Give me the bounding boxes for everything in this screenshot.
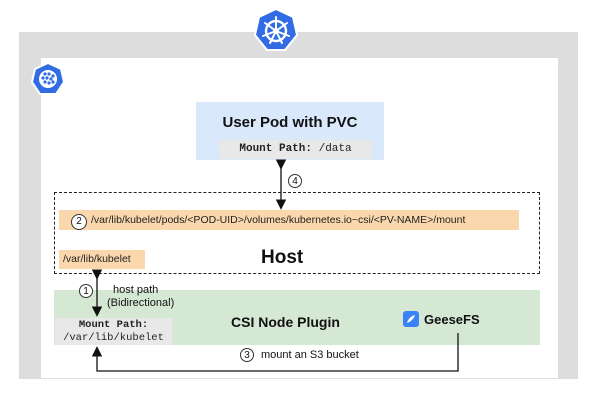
kubernetes-helm-icon	[254, 8, 298, 51]
mount-s3-label: mount an S3 bucket	[261, 349, 359, 361]
host-volume-path-text: /var/lib/kubelet/pods/<POD-UID>/volumes/…	[91, 214, 466, 226]
host-path-label: host path	[113, 284, 159, 296]
host-box	[54, 192, 540, 274]
user-pod-title: User Pod with PVC	[222, 114, 358, 131]
host-kubelet-dir: /var/lib/kubelet	[59, 250, 145, 269]
host-volume-path: 2/var/lib/kubelet/pods/<POD-UID>/volumes…	[59, 210, 519, 230]
geesefs-label: GeeseFS	[424, 312, 480, 327]
bidirectional-label: (Bidirectional)	[107, 297, 175, 309]
csi-mount-path: Mount Path: /var/lib/kubelet	[55, 318, 172, 345]
arrow-geesefs-mount	[91, 333, 459, 372]
csi-node-plugin-label: CSI Node Plugin	[231, 314, 340, 330]
step-3-badge: 3	[240, 348, 254, 362]
step-1-badge: 1	[79, 284, 93, 298]
pod-mount-value: /data	[318, 143, 352, 155]
pod-mount-key: Mount Path:	[239, 143, 312, 155]
openebs-icon	[31, 62, 65, 95]
pod-mount-path: Mount Path: /data	[219, 140, 372, 159]
csi-mount-key: Mount Path:	[78, 319, 149, 331]
step-4-badge: 4	[288, 174, 302, 188]
step-2-badge: 2	[71, 214, 87, 230]
host-label: Host	[261, 247, 304, 268]
geesefs-icon	[403, 311, 419, 327]
csi-mount-value: /var/lib/kubelet	[63, 332, 164, 344]
